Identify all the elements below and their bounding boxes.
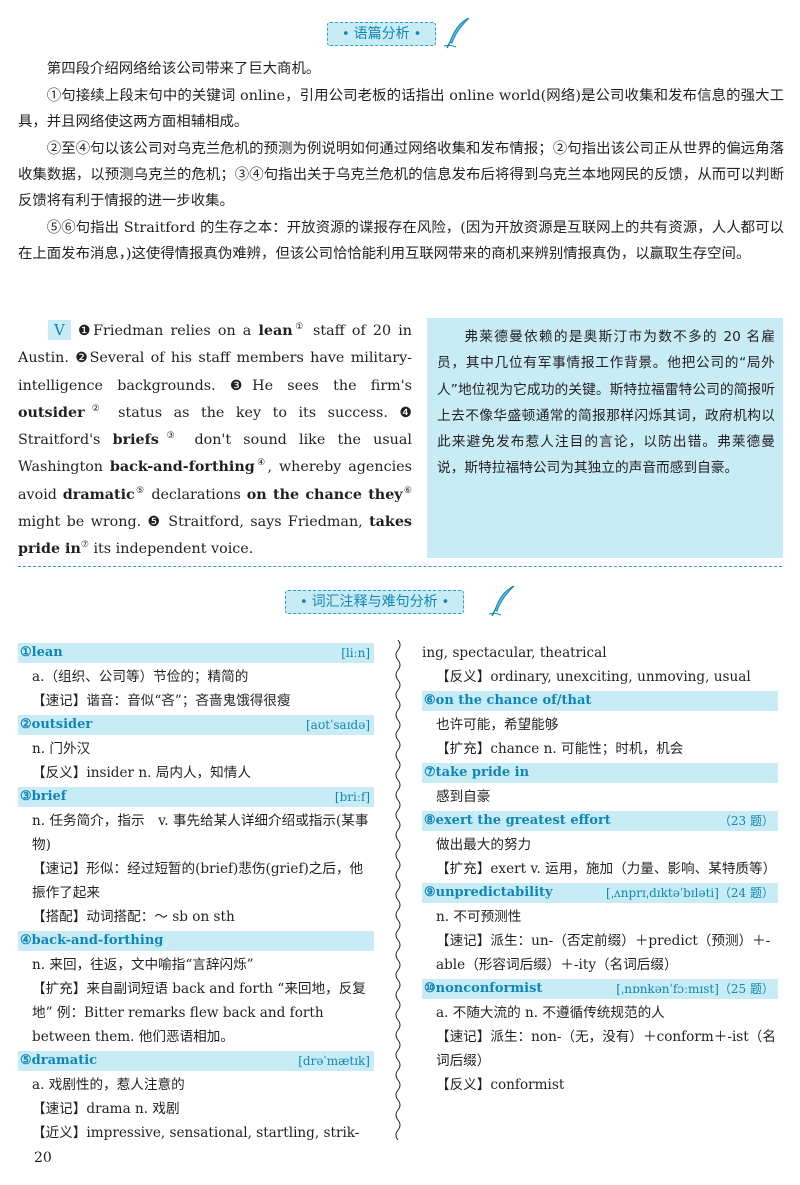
term-bar: ⑤dramatic[drəˈmætɪk] [18, 1051, 374, 1071]
quill-icon [488, 585, 515, 617]
term-bar: ⑩nonconformist[ˌnɒnkənˈfɔːmɪst]（25 题） [422, 979, 778, 999]
section-title-analysis: •语篇分析• [327, 22, 437, 46]
translation-box: 弗莱德曼依赖的是奥斯汀市为数不多的 20 名雇员，其中几位有军事情报工作背景。他… [427, 318, 783, 558]
section-header-vocab: •词汇注释与难句分析• [0, 582, 800, 622]
page-number: 20 [34, 1150, 52, 1166]
term-bar: ⑨unpredictability[ˌʌnprɪˌdɪktəˈbɪləti]（2… [422, 883, 778, 903]
paragraph-analysis: 第四段介绍网络给该公司带来了巨大商机。 ①句接续上段末句中的关键词 online… [18, 56, 784, 268]
analysis-paragraph: 第四段介绍网络给该公司带来了巨大商机。 [46, 61, 321, 77]
column-divider [395, 640, 401, 1140]
analysis-paragraph: ⑤⑥句指出 Straitford 的生存之本：开放资源的谍报存在风险，(因为开放… [18, 220, 784, 262]
term-bar: ⑧exert the greatest effort（23 题） [422, 811, 778, 831]
analysis-paragraph: ①句接续上段末句中的关键词 online，引用公司老板的话指出 online w… [18, 88, 784, 130]
analysis-paragraph: ②至④句以该公司对乌克兰危机的预测为例说明如何通过网络收集和发布情报；②句指出该… [18, 141, 784, 209]
quill-icon [443, 17, 470, 49]
vocab-column-right: ing, spectacular, theatrical 【反义】ordinar… [422, 645, 778, 1093]
term-bar: ②outsider[aʊtˈsaɪdə] [18, 715, 374, 735]
section-header-analysis: •语篇分析• [0, 14, 800, 54]
section-title-vocab: •词汇注释与难句分析• [285, 590, 465, 614]
translation-text: 弗莱德曼依赖的是奥斯汀市为数不多的 20 名雇员，其中几位有军事情报工作背景。他… [437, 329, 775, 477]
term-bar: ⑦take pride in [422, 763, 778, 783]
term-bar: ③brief[briːf] [18, 787, 374, 807]
term-bar: ⑥on the chance of/that [422, 691, 778, 711]
paragraph-tag: Ⅴ [48, 320, 71, 340]
term-bar: ④back-and-forthing [18, 931, 374, 951]
term-bar: ①lean[liːn] [18, 643, 374, 663]
passage-text: Ⅴ ❶Friedman relies on a lean① staff of 2… [18, 320, 413, 558]
vocab-column-left: ①lean[liːn] a.（组织、公司等）节俭的；精简的 【速记】谐音：音似“… [18, 641, 374, 1145]
divider [18, 566, 782, 567]
